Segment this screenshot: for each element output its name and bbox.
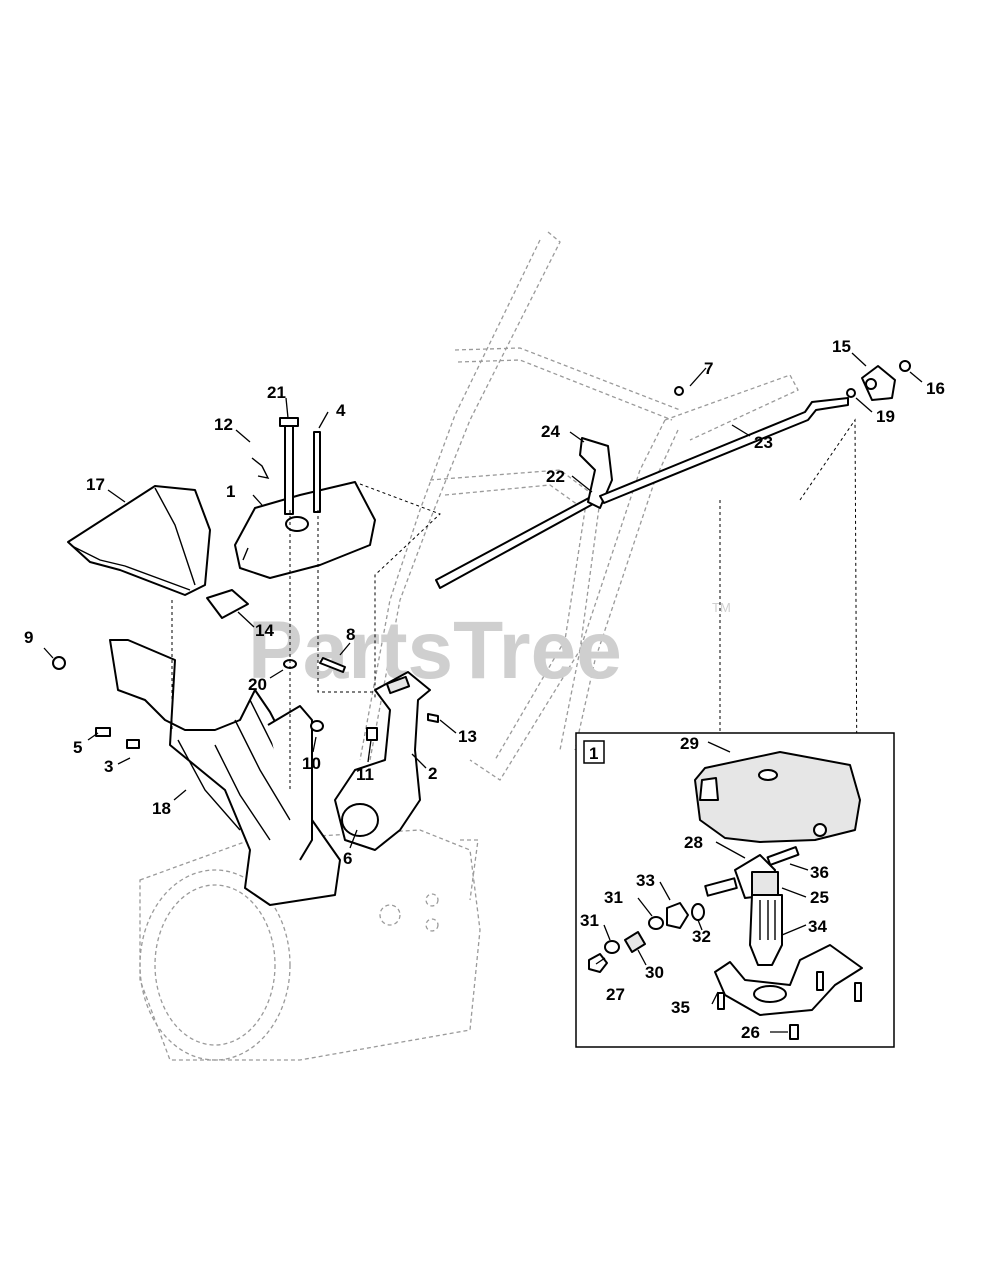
callout-4: 4 [336,401,346,420]
callout-7: 7 [704,359,713,378]
callout-2: 2 [428,764,437,783]
part-clip [251,457,270,479]
part-bolt-3 [126,739,140,749]
callout-32: 32 [692,927,711,946]
part-spring-30 [624,931,646,953]
part-gear-6 [341,803,379,837]
callout-25: 25 [810,888,829,907]
callout-24: 24 [541,422,560,441]
callout-26: 26 [741,1023,760,1042]
part-chute-deflector [67,485,211,596]
callout-6: 6 [343,849,352,868]
callout-10: 10 [302,754,321,773]
part-nut-10 [310,720,324,732]
part-bolt-4 [313,431,321,513]
callout-5: 5 [73,738,82,757]
callout-18: 18 [152,799,171,818]
callout-23: 23 [754,433,773,452]
callout-15: 15 [832,337,851,356]
callout-13: 13 [458,727,477,746]
part-washer-32 [691,903,705,921]
part-crank-knob [861,365,896,401]
part-nut-16 [899,360,911,372]
callout-9: 9 [24,628,33,647]
callout-12: 12 [214,415,233,434]
part-washer-31b [604,940,620,954]
callout-3: 3 [104,757,113,776]
part-bolt-26 [789,1024,799,1040]
part-washer-31a [648,916,664,930]
callout-11: 11 [356,765,374,784]
callout-22: 22 [546,467,565,486]
callout-34: 34 [808,917,827,936]
part-pin-13 [427,713,439,723]
part-base-plate [714,944,863,1016]
machine-outline [139,231,799,1061]
callout-16: 16 [926,379,945,398]
part-pin-8 [319,657,346,673]
watermark-brand: PartsTree [248,605,622,696]
callout-1: 1 [226,482,235,501]
inset-detail: 1 [575,732,895,1048]
part-bolt-21 [284,423,294,515]
callout-14: 14 [255,621,274,640]
callout-31a: 31 [580,911,599,930]
part-bracket-24 [579,437,613,509]
watermark-trademark: TM [712,600,731,615]
part-rod-23 [599,397,849,504]
callout-30: 30 [645,963,664,982]
callout-27: 27 [606,985,625,1004]
callout-21: 21 [267,383,286,402]
part-gear-25 [751,871,779,899]
part-shaft [749,894,783,966]
callout-35: 35 [671,998,690,1017]
callout-8: 8 [346,625,355,644]
leader-lines [43,352,923,1033]
part-nut-7 [674,386,684,396]
part-nut-9 [52,656,66,670]
callout-20: 20 [248,675,267,694]
callout-31b: 31 [604,888,623,907]
part-bolt-5 [95,727,111,737]
callout-19: 19 [876,407,895,426]
inset-badge: 1 [589,744,598,763]
callouts: 1 2 3 4 5 6 7 8 9 10 11 12 13 14 15 16 1… [24,337,945,1042]
part-rod [435,491,605,589]
callout-29: 29 [680,734,699,753]
main-parts [52,360,911,906]
part-gear-cover [694,751,861,843]
part-spring-11 [366,727,378,741]
callout-33: 33 [636,871,655,890]
callout-36: 36 [810,863,829,882]
part-washer-19 [846,388,856,398]
part-knob [206,589,249,619]
callout-28: 28 [684,833,703,852]
part-nut-33 [666,902,689,929]
callout-17: 17 [86,475,105,494]
part-chute-cover [234,481,376,579]
